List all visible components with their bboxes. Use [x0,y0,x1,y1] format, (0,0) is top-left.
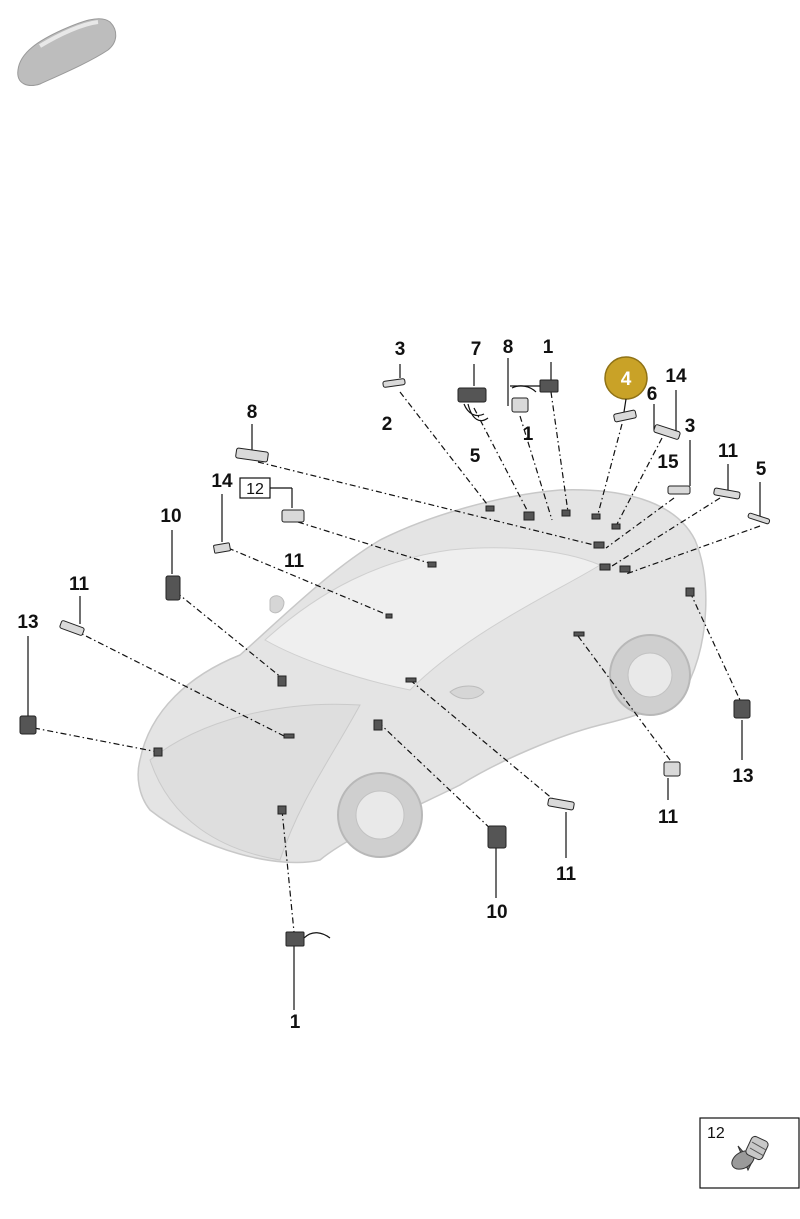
callout-10[interactable]: 10 [486,902,507,923]
callout-1[interactable]: 1 [523,424,534,445]
car-thumbnail-icon[interactable] [17,18,117,86]
callout-8[interactable]: 8 [247,402,258,423]
callout-14[interactable]: 14 [665,366,687,387]
callout-14[interactable]: 14 [211,471,233,492]
callout-12-box [239,477,271,499]
callout-8[interactable]: 8 [503,337,514,358]
callout-7[interactable]: 7 [471,339,482,360]
callout-1[interactable]: 1 [543,337,554,358]
callout-5[interactable]: 5 [470,446,481,467]
callout-11[interactable]: 11 [69,574,90,595]
callout-5[interactable]: 5 [756,459,767,480]
inset-box: 12 [699,1117,800,1189]
callout-4-highlighted[interactable]: 4 [621,369,632,390]
callout-labels: 3 2 7 5 8 1 1 4 14 6 3 15 11 5 8 14 12 1… [17,337,766,1033]
inset-label: 12 [707,1125,725,1142]
callout-3[interactable]: 3 [395,339,406,360]
callout-1[interactable]: 1 [290,1012,301,1033]
callout-15[interactable]: 15 [657,452,679,473]
callout-3[interactable]: 3 [685,416,696,437]
callout-13[interactable]: 13 [17,612,38,633]
callout-2[interactable]: 2 [382,414,393,435]
callout-11[interactable]: 11 [284,551,305,572]
callout-11[interactable]: 11 [718,441,739,462]
callout-13[interactable]: 13 [732,766,753,787]
parts [19,378,771,947]
callout-10[interactable]: 10 [160,506,181,527]
screw-icon [731,1135,769,1172]
callout-11[interactable]: 11 [658,807,679,828]
callout-11[interactable]: 11 [556,864,577,885]
car-body [137,489,707,864]
leader-lines [27,358,761,1010]
callout-6[interactable]: 6 [647,384,658,405]
callout-12[interactable]: 12 [246,481,264,498]
